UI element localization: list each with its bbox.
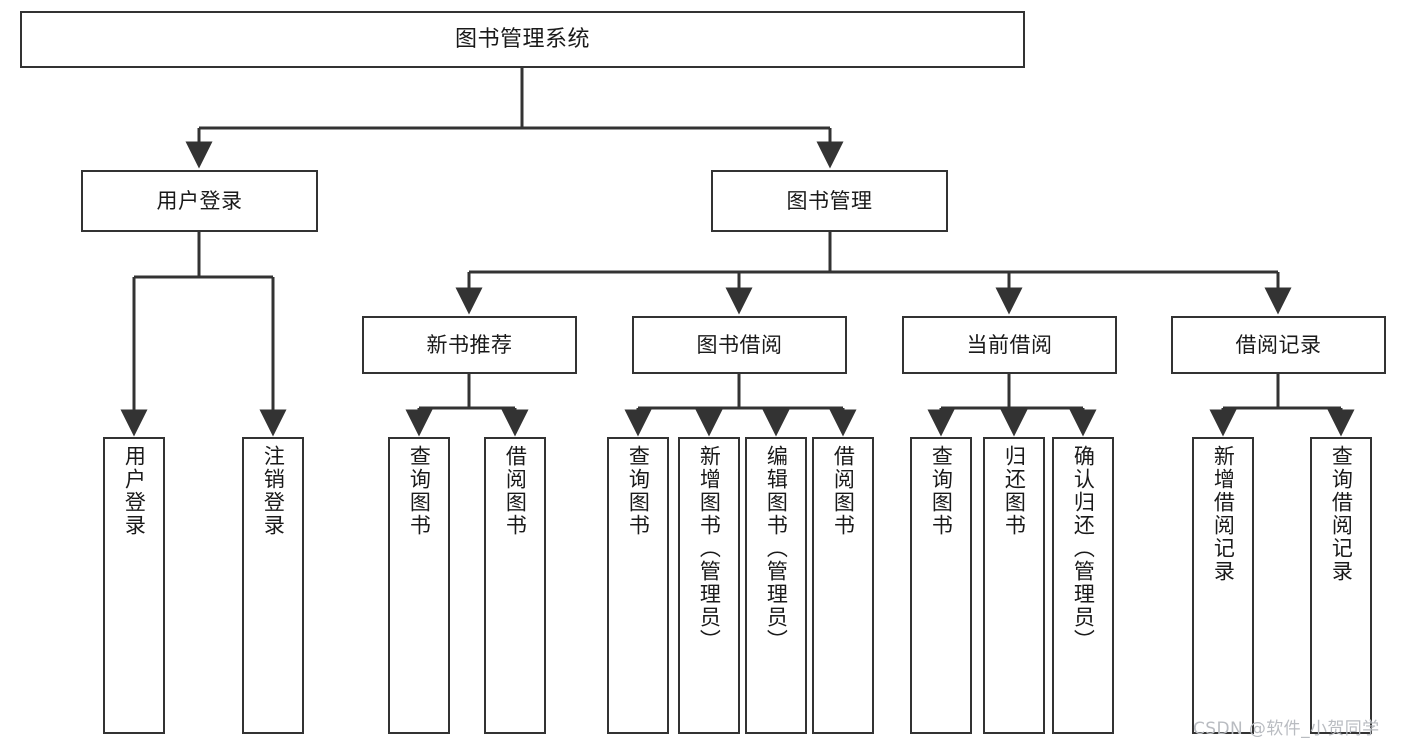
node-label: 归还图书 <box>1002 445 1027 537</box>
node-root-system[interactable]: 图书管理系统 <box>20 11 1025 68</box>
node-label: 借阅图书 <box>831 445 856 537</box>
node-leaf-confirm-return[interactable]: 确认归还（管理员） <box>1052 437 1114 734</box>
node-current-borrow[interactable]: 当前借阅 <box>902 316 1117 374</box>
node-label: 图书管理系统 <box>454 26 590 52</box>
node-label: 查询图书 <box>929 445 954 537</box>
csdn-watermark: CSDN @软件_小贺同学 <box>1193 719 1380 739</box>
node-label: 用户登录 <box>156 188 243 213</box>
node-label: 查询图书 <box>626 445 651 537</box>
node-leaf-add-book[interactable]: 新增图书（管理员） <box>678 437 740 734</box>
node-leaf-user-login[interactable]: 用户登录 <box>103 437 165 734</box>
node-leaf-query-book-3[interactable]: 查询图书 <box>910 437 972 734</box>
node-label: 编辑图书（管理员） <box>764 445 789 652</box>
node-label: 图书管理 <box>786 188 873 213</box>
node-borrow-record[interactable]: 借阅记录 <box>1171 316 1386 374</box>
node-leaf-logout[interactable]: 注销登录 <box>242 437 304 734</box>
node-new-book-recommend[interactable]: 新书推荐 <box>362 316 577 374</box>
node-leaf-borrow-book-2[interactable]: 借阅图书 <box>812 437 874 734</box>
node-label: 查询图书 <box>407 445 432 537</box>
node-label: 新增图书（管理员） <box>697 445 722 652</box>
node-label: 当前借阅 <box>966 332 1053 357</box>
node-label: 新书推荐 <box>426 332 513 357</box>
node-label: 查询借阅记录 <box>1329 445 1354 583</box>
node-leaf-return-book[interactable]: 归还图书 <box>983 437 1045 734</box>
node-label: 用户登录 <box>122 445 147 537</box>
node-leaf-query-record[interactable]: 查询借阅记录 <box>1310 437 1372 734</box>
node-book-manage[interactable]: 图书管理 <box>711 170 948 232</box>
node-user-login[interactable]: 用户登录 <box>81 170 318 232</box>
node-leaf-add-record[interactable]: 新增借阅记录 <box>1192 437 1254 734</box>
node-label: 新增借阅记录 <box>1211 445 1236 583</box>
node-label: 图书借阅 <box>696 332 783 357</box>
node-book-borrow[interactable]: 图书借阅 <box>632 316 847 374</box>
node-leaf-query-book-2[interactable]: 查询图书 <box>607 437 669 734</box>
node-leaf-query-book-1[interactable]: 查询图书 <box>388 437 450 734</box>
node-label: 借阅记录 <box>1235 332 1322 357</box>
node-leaf-borrow-book-1[interactable]: 借阅图书 <box>484 437 546 734</box>
node-label: 确认归还（管理员） <box>1071 445 1096 652</box>
node-label: 注销登录 <box>261 445 286 537</box>
node-label: 借阅图书 <box>503 445 528 537</box>
node-leaf-edit-book[interactable]: 编辑图书（管理员） <box>745 437 807 734</box>
